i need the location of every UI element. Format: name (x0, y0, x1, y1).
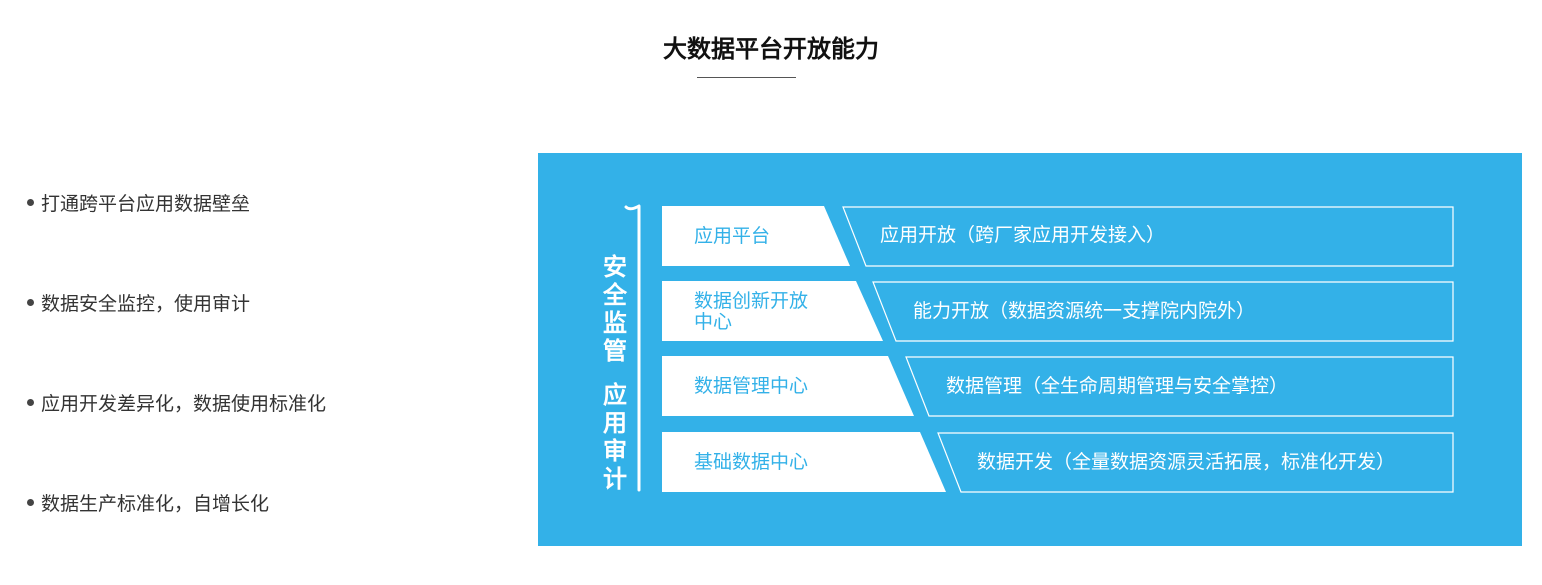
title-underline (697, 77, 796, 78)
capability-label: 应用开放（跨厂家应用开发接入） (880, 224, 1166, 246)
feature-item: 数据安全监控，使用审计 (27, 291, 250, 317)
feature-text: 数据生产标准化，自增长化 (41, 493, 270, 515)
feature-text: 打通跨平台应用数据壁垒 (41, 193, 251, 215)
capability-box (905, 356, 1454, 417)
feature-item: 打通跨平台应用数据壁垒 (27, 191, 250, 217)
feature-item: 数据生产标准化，自增长化 (27, 491, 269, 517)
capability-label: 能力开放（数据资源统一支撑院内院外） (913, 300, 1256, 322)
capability-label: 数据管理（全生命周期管理与安全掌控） (946, 375, 1289, 397)
application-audit-label: 应用审计 (603, 381, 627, 493)
architecture-diagram (624, 204, 1454, 493)
layer-name: 数据创新开放中心 (694, 290, 809, 333)
capability-box (872, 281, 1454, 342)
security-supervision-label: 安全监管 (603, 253, 627, 365)
layer-box (662, 281, 883, 341)
upward-arrow-icon (624, 204, 641, 492)
bullet-dot-icon (27, 499, 34, 506)
layer-name: 数据管理中心 (694, 375, 809, 397)
capability-label: 数据开发（全量数据资源灵活拓展，标准化开发） (977, 451, 1396, 473)
architecture-panel: 安全监管 应用审计 应用平台 数据创新开放中心 数据管理中心 基础数据中心 应用… (538, 153, 1522, 546)
layer-name: 基础数据中心 (694, 451, 809, 473)
feature-text: 应用开发差异化，数据使用标准化 (41, 393, 327, 415)
layer-box (662, 432, 946, 492)
page-title: 大数据平台开放能力 (663, 35, 879, 63)
bullet-dot-icon (27, 399, 34, 406)
bullet-dot-icon (27, 299, 34, 306)
feature-item: 应用开发差异化，数据使用标准化 (27, 391, 326, 417)
feature-text: 数据安全监控，使用审计 (41, 293, 251, 315)
bullet-dot-icon (27, 199, 34, 206)
layer-name: 应用平台 (694, 225, 771, 247)
capability-box (937, 432, 1454, 493)
capability-box (842, 206, 1454, 267)
layer-box (662, 206, 850, 266)
layer-box (662, 356, 914, 416)
